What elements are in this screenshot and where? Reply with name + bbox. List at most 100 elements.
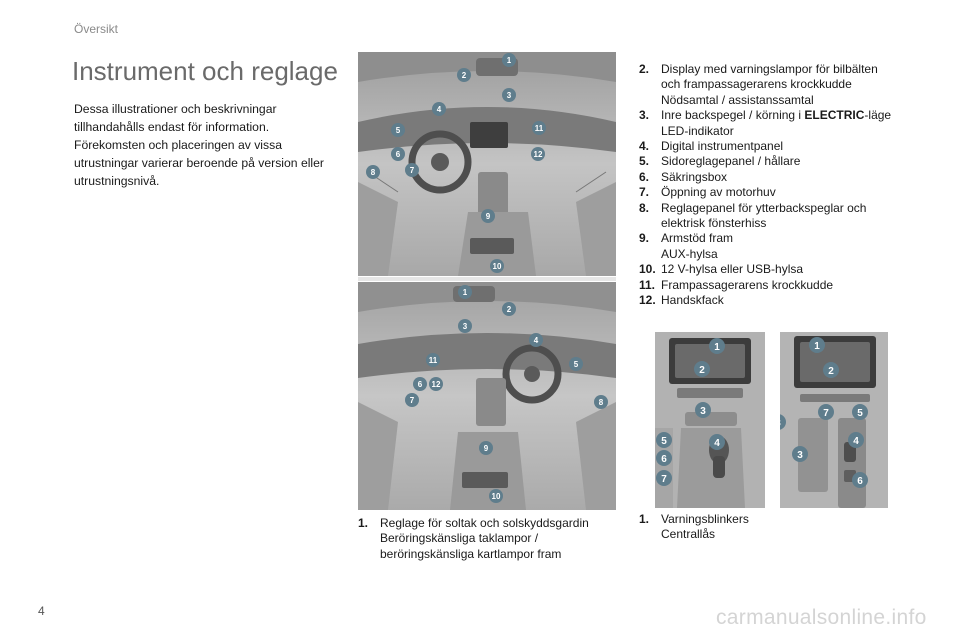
badge-5: 5	[852, 404, 868, 420]
legend-text: Centrallås	[661, 527, 716, 542]
legend-text: LED-indikator	[661, 123, 734, 138]
badge-6: 6	[656, 450, 672, 466]
legend-number: 3.	[639, 108, 650, 123]
legend-number: 11.	[639, 277, 656, 292]
badge-1: 1	[709, 338, 725, 354]
badge-3: 3	[780, 414, 786, 430]
badge-8: 8	[366, 165, 380, 179]
page-title: Instrument och reglage	[72, 56, 338, 86]
badge-2: 2	[694, 361, 710, 377]
legend-number: 1.	[358, 516, 369, 530]
legend-item: 5. Sidoreglagepanel / hållare	[639, 154, 909, 169]
svg-text:2: 2	[462, 71, 467, 80]
svg-text:5: 5	[857, 408, 863, 419]
svg-text:6: 6	[661, 454, 667, 465]
svg-text:7: 7	[661, 474, 667, 485]
legend-number: 6.	[639, 169, 650, 184]
legend-text: Handskfack	[661, 293, 724, 308]
legend-list-item1: 1. Reglage för soltak och solskyddsgardi…	[358, 516, 616, 562]
legend-text: Digital instrumentpanel	[661, 139, 784, 154]
legend-text: Display med varningslampor för bilbälten	[661, 62, 878, 76]
svg-text:3: 3	[507, 91, 512, 100]
svg-text:2: 2	[828, 366, 834, 377]
legend-number: 12.	[639, 293, 656, 308]
page-number: 4	[38, 604, 45, 618]
svg-text:12: 12	[534, 150, 543, 159]
badge-1: 1	[809, 337, 825, 353]
svg-text:9: 9	[484, 444, 489, 453]
legend-number: 9.	[639, 231, 650, 246]
badge-3: 3	[695, 402, 711, 418]
svg-text:4: 4	[714, 438, 720, 449]
legend-text: Nödsamtal / assistanssamtal	[661, 92, 814, 107]
figure-badges: 1 2 3 4 5 6 7 8 9 10 11 12	[366, 53, 546, 273]
badge-5: 5	[391, 123, 405, 137]
legend-number: 1.	[639, 512, 650, 526]
intro-line: Dessa illustrationer och beskrivningar	[74, 102, 277, 116]
legend-text: -läge	[864, 108, 892, 123]
badge-7: 7	[656, 470, 672, 486]
legend-item: 7. Öppning av motorhuv	[639, 185, 909, 200]
badge-10: 10	[490, 259, 504, 273]
svg-text:6: 6	[418, 380, 423, 389]
badge-11: 11	[532, 121, 546, 135]
badge-6: 6	[391, 147, 405, 161]
svg-text:12: 12	[432, 380, 441, 389]
badge-1: 1	[502, 53, 516, 67]
svg-text:2: 2	[699, 365, 705, 376]
badge-4: 4	[432, 102, 446, 116]
legend-number: 8.	[639, 200, 650, 215]
badge-9: 9	[481, 209, 495, 223]
badge-5: 5	[569, 357, 583, 371]
legend-text: Öppning av motorhuv	[661, 185, 776, 200]
svg-text:9: 9	[486, 212, 491, 221]
intro-text: Dessa illustrationer och beskrivningar t…	[74, 100, 336, 190]
svg-text:10: 10	[493, 262, 502, 271]
svg-text:7: 7	[410, 166, 415, 175]
watermark: carmanualsonline.info	[716, 606, 927, 629]
svg-text:6: 6	[857, 476, 863, 487]
legend-text: Beröringskänsliga taklampor /	[380, 531, 539, 546]
svg-text:4: 4	[853, 436, 859, 447]
intro-line: Förekomsten och placeringen av vissa	[74, 138, 282, 152]
legend-item: 2. Display med varningslampor för bilbäl…	[639, 62, 909, 108]
svg-text:3: 3	[797, 450, 803, 461]
badge-3: 3	[502, 88, 516, 102]
badge-3b: 3	[792, 446, 808, 462]
svg-text:1: 1	[714, 342, 720, 353]
badge-6: 6	[413, 377, 427, 391]
legend-item: 11. Frampassagerarens krockkudde	[639, 278, 909, 293]
legend-text: AUX-hylsa	[661, 246, 718, 261]
figure-divider	[358, 277, 616, 281]
badge-4: 4	[709, 434, 725, 450]
svg-text:6: 6	[396, 150, 401, 159]
legend-item: 4. Digital instrumentpanel	[639, 139, 909, 154]
legend-number: 2.	[639, 62, 650, 76]
legend-text: 12 V-hylsa eller USB-hylsa	[661, 262, 804, 277]
svg-text:3: 3	[780, 418, 781, 429]
dashboard-illustration-rhd: 1 2 3 4 5 6 7 8 9 10 11 12	[358, 282, 616, 510]
svg-text:5: 5	[574, 360, 579, 369]
figure-badges: 1 2 3 4 5 6 7 8 9 10 11 12	[405, 285, 608, 503]
badge-12: 12	[531, 147, 545, 161]
badge-8: 8	[594, 395, 608, 409]
svg-text:1: 1	[463, 288, 468, 297]
legend-text: elektrisk fönsterhiss	[661, 216, 767, 231]
legend-item: 1. Varningsblinkers Centrallås	[639, 512, 789, 543]
legend-list-main: 2. Display med varningslampor för bilbäl…	[639, 62, 909, 309]
svg-text:3: 3	[700, 406, 706, 417]
badge-6: 6	[852, 472, 868, 488]
badge-2: 2	[457, 68, 471, 82]
figure-badges: 1 2 3 4 5 6 7	[656, 338, 725, 486]
svg-text:1: 1	[507, 56, 512, 65]
legend-item: 3. Inre backspegel / körning i ELECTRIC-…	[639, 108, 909, 139]
legend-item: 12. Handskfack	[639, 293, 909, 308]
legend-item: 9. Armstöd fram AUX-hylsa	[639, 231, 909, 262]
legend-text: Reglage för soltak och solskyddsgardin	[380, 516, 589, 530]
svg-text:7: 7	[823, 408, 829, 419]
svg-text:5: 5	[396, 126, 401, 135]
legend-text: beröringskänsliga kartlampor fram	[380, 546, 562, 561]
legend-text: Frampassagerarens krockkudde	[661, 277, 834, 292]
badge-9: 9	[479, 441, 493, 455]
intro-line: tillhandahålls endast för information.	[74, 120, 270, 134]
